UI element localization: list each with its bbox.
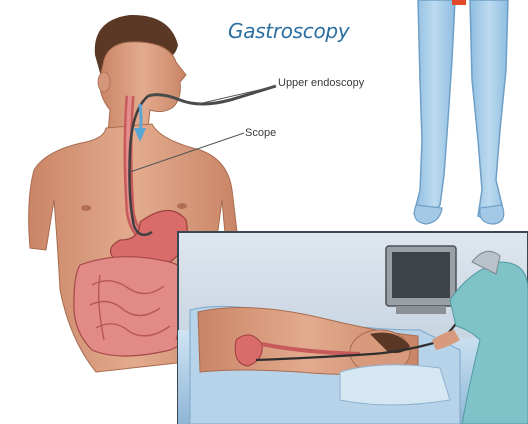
scope-label: Scope: [245, 127, 276, 139]
leader-line-endoscopy: [198, 86, 276, 104]
procedure-panel: [178, 232, 528, 424]
page-title: Gastroscopy: [228, 19, 349, 43]
upper-endoscopy-label: Upper endoscopy: [278, 77, 364, 89]
legs-figure: [414, 0, 508, 224]
